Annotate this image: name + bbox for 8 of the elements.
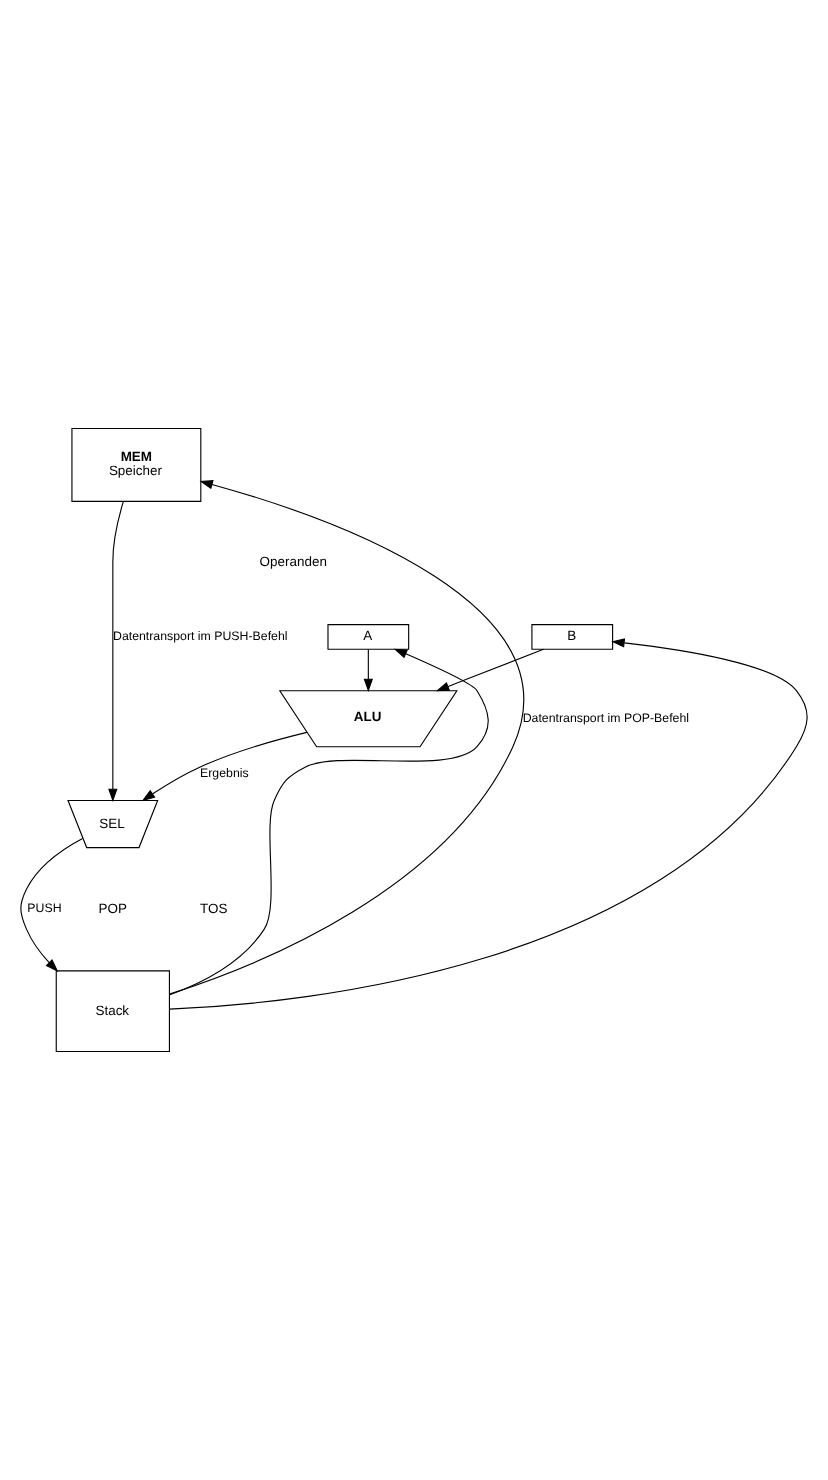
arrow (108, 500, 124, 803)
arrow (169, 648, 489, 996)
arrow (363, 648, 374, 693)
arrow (169, 638, 808, 1010)
arrow (168, 480, 524, 995)
arrow (141, 731, 308, 802)
arrow (20, 837, 84, 972)
arrow (435, 648, 545, 692)
